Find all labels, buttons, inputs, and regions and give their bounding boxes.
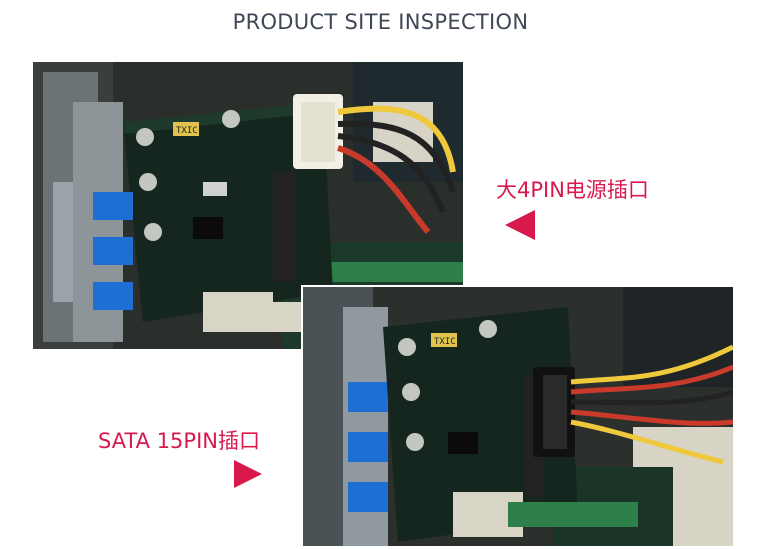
brand-chip-label-2: TXIC	[434, 337, 456, 347]
label-sata-15pin-port: SATA 15PIN插口	[98, 429, 260, 453]
arrow-right-icon	[234, 460, 262, 488]
page-title: PRODUCT SITE INSPECTION	[232, 10, 529, 34]
label-4pin-power-port: 大4PIN电源插口	[496, 178, 649, 202]
photo-4pin-installation: TXIC	[33, 62, 463, 349]
brand-chip-label: TXIC	[176, 126, 198, 136]
arrow-left-icon	[505, 210, 535, 240]
photo-sata-installation: TXIC	[303, 287, 733, 546]
